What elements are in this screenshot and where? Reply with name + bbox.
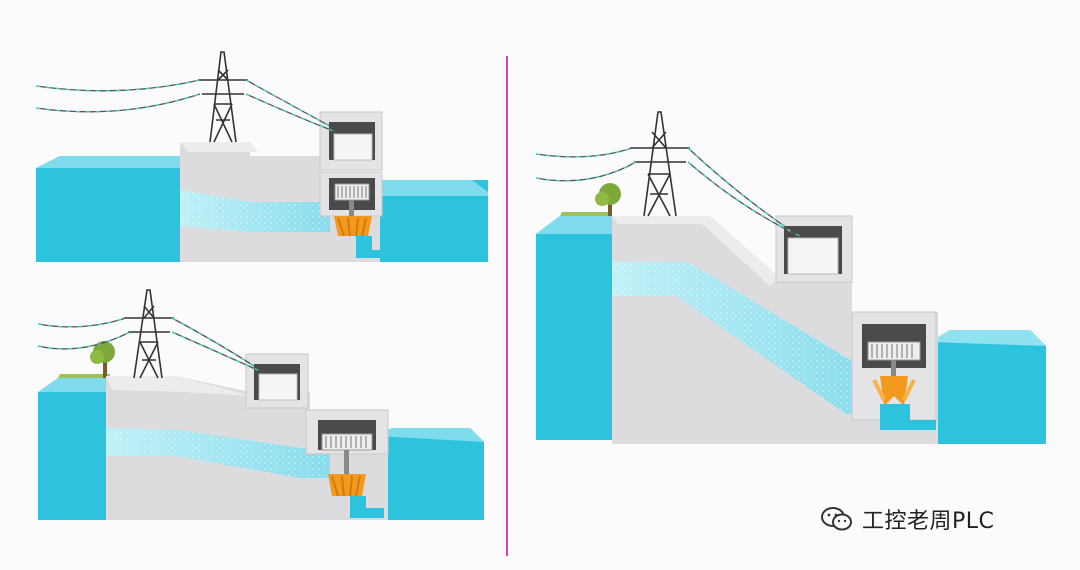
tailwater	[930, 330, 1046, 444]
turbine	[321, 433, 373, 497]
tailwater	[355, 180, 488, 262]
generator	[333, 133, 373, 161]
tree	[595, 183, 621, 216]
tailwater	[376, 428, 484, 520]
reservoir-upstream	[38, 378, 110, 520]
wechat-icon	[821, 507, 852, 531]
diagram-small-dam	[35, 51, 488, 262]
power-lines	[35, 79, 337, 133]
tree	[90, 341, 115, 378]
generator	[787, 237, 839, 275]
watermark-text: 工控老周PLC	[862, 509, 995, 534]
diagram-medium-dam	[37, 289, 484, 520]
watermark: 工控老周PLC	[820, 496, 1030, 542]
turbine	[334, 183, 372, 237]
reservoir-upstream	[536, 216, 612, 440]
power-lines	[37, 317, 263, 373]
reservoir-upstream	[36, 156, 212, 262]
generator	[258, 373, 298, 401]
transmission-tower	[630, 111, 690, 217]
transmission-tower	[198, 51, 248, 143]
diagram-high-head	[535, 111, 1046, 444]
transmission-tower	[124, 289, 174, 379]
turbine	[867, 341, 921, 406]
